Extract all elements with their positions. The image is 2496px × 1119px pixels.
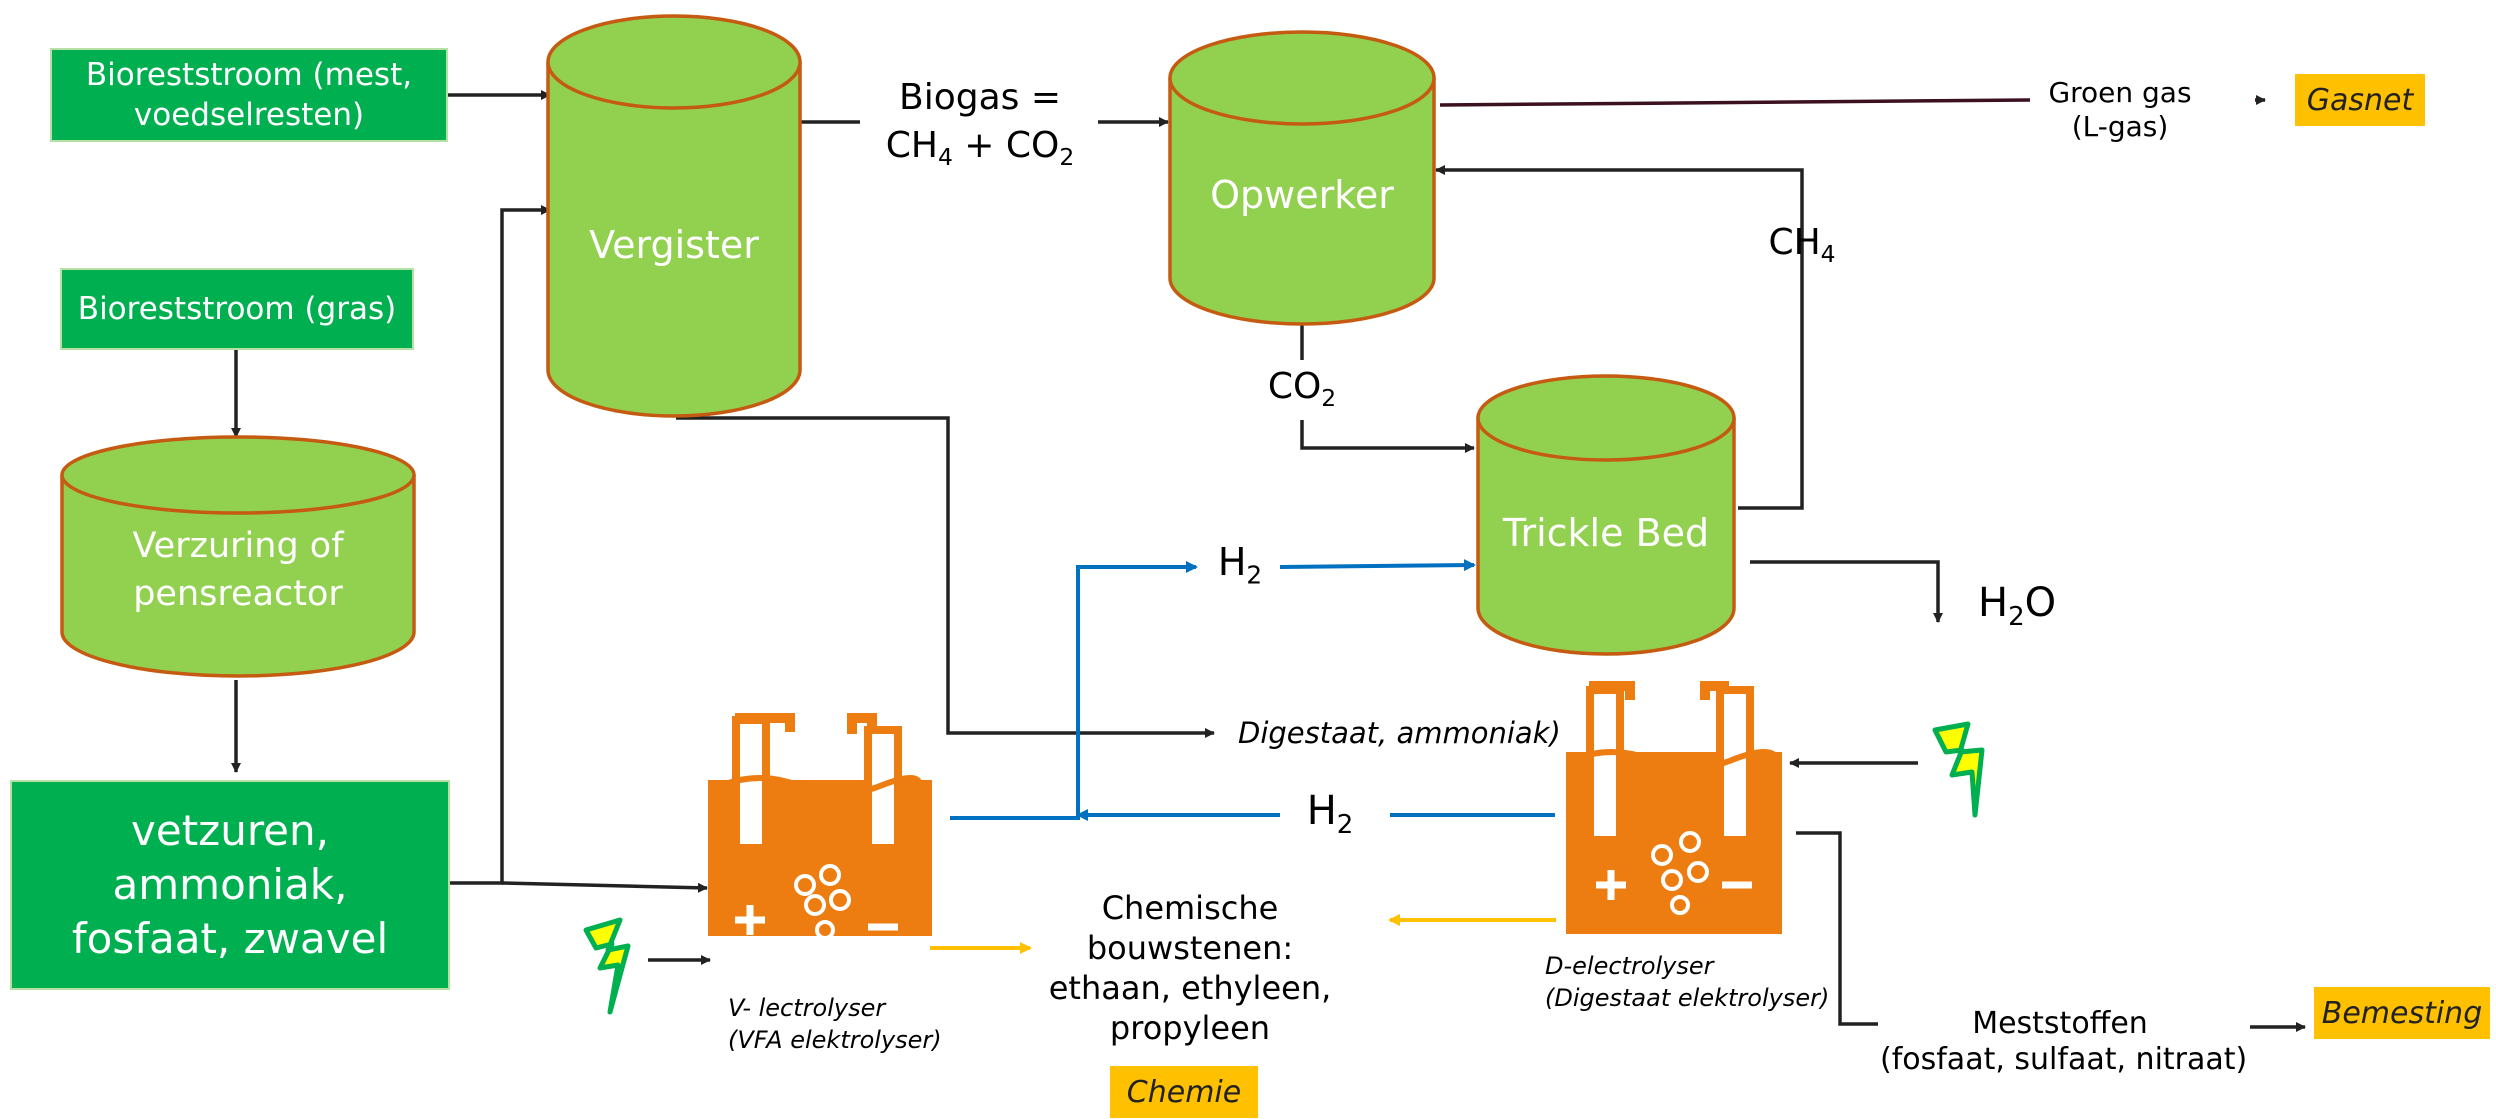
v-electrolyser-icon (708, 713, 932, 940)
ch4-label: CH4 (1768, 222, 1836, 269)
meststoffen-label: Meststoffen (fosfaat, sulfaat, nitraat) (1880, 1006, 2248, 1077)
d-electrolyser-label: D-electrolyser (Digestaat elektrolyser) (1545, 952, 1830, 1012)
arrow-vetzuren-to-vlectrolyser (501, 881, 708, 893)
v-electrolyser-label: V- lectrolyser (VFA elektrolyser) (728, 994, 942, 1054)
verzuring-cylinder (60, 435, 416, 678)
input-bioreststroom-mest: Bioreststroom (mest, voedselresten) (50, 48, 448, 142)
input-bioreststroom-gras: Bioreststroom (gras) (60, 268, 414, 350)
opwerker-cylinder (1168, 30, 1436, 326)
co2-label: CO2 (1267, 366, 1337, 413)
output-vetzuren: vetzuren, ammoniak, fosfaat, zwavel (10, 780, 450, 990)
vergister-cylinder (546, 14, 802, 418)
h2o-label: H2O (1978, 580, 2057, 633)
verzuring-label: Verzuring of pensreactor (132, 526, 344, 614)
arrow-h2-to-trickle (1279, 559, 1476, 572)
lightning-icon (1932, 721, 1985, 818)
h2-label-bottom: H2 (1306, 788, 1354, 841)
biogas-formula: CH4 + CO2 (885, 125, 1075, 172)
arrow-vetzuren-to-vergister (448, 205, 551, 885)
vergister-label: Vergister (589, 223, 759, 267)
arrow-vergister-to-digestaat (676, 416, 1215, 738)
arrow-groen-gas-line (1439, 98, 2031, 107)
trickle-bed-label: Trickle Bed (1502, 511, 1710, 555)
digestaat-label: Digestaat, ammoniak) (1238, 716, 1561, 750)
arrow-co2-to-trickle (1300, 420, 1475, 453)
opwerker-label: Opwerker (1210, 173, 1394, 217)
arrow-trickle-ch4-to-opwerker (1435, 165, 1804, 510)
trickle-bed-cylinder (1476, 374, 1736, 656)
groen-gas-label: Groen gas (L-gas) (2048, 76, 2192, 143)
gasnet-tag: Gasnet (2295, 74, 2425, 126)
d-electrolyser-icon (1566, 681, 1782, 934)
arrow-trickle-to-h2o (1750, 560, 1943, 623)
chemische-bouwstenen-label: Chemische bouwstenen: ethaan, ethyleen, … (1048, 889, 1332, 1047)
lightning-icon (583, 917, 631, 1015)
arrow-h2-up-to-h2label (1076, 561, 1198, 818)
arrow-dlectrolyser-to-meststoffen (1796, 831, 1878, 1026)
bemesting-tag: Bemesting (2314, 987, 2490, 1039)
chemie-tag: Chemie (1110, 1066, 1258, 1118)
h2-label-top: H2 (1217, 540, 1263, 590)
biogas-label: Biogas = CH4 + CO2 (860, 74, 1100, 181)
